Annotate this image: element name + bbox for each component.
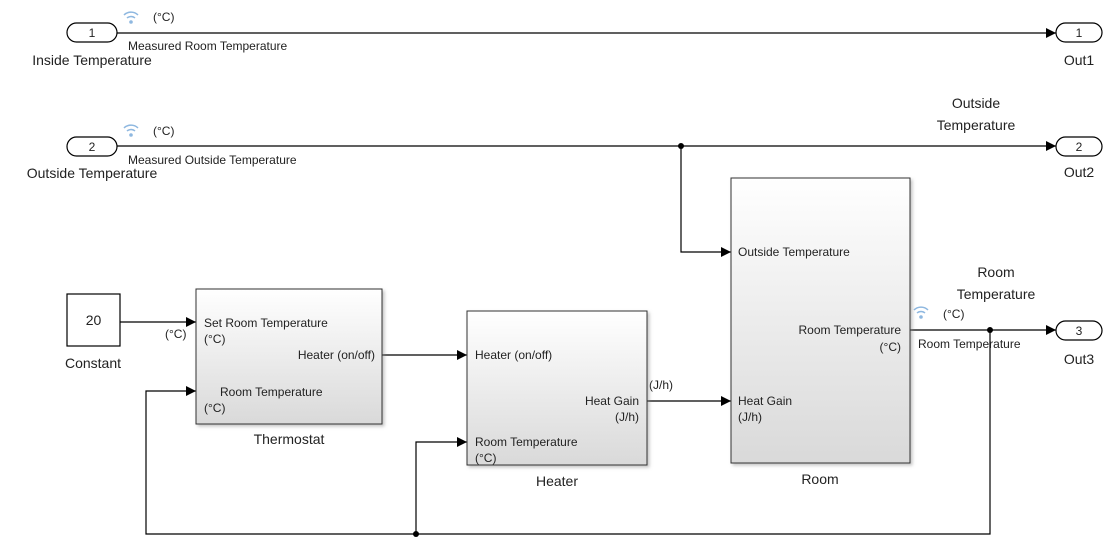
room-block[interactable]: Outside Temperature Room Temperature (°C… [730,177,911,464]
inport-1[interactable]: 1 [66,22,118,43]
room-out1-unit: (°C) [880,340,901,354]
thermostat-in2-unit: (°C) [204,401,225,415]
outport-3-label: Out3 [1064,351,1095,367]
signal-logging-icon[interactable] [913,306,929,319]
constant-label: Constant [65,355,121,371]
thermostat-in1-label: Set Room Temperature [204,316,328,330]
wire-outside-branch[interactable] [680,146,731,257]
room-in2-label: Heat Gain [738,394,792,408]
inport-1-label: Inside Temperature [32,52,152,68]
heater-in2-unit: (°C) [475,451,496,465]
constant-value: 20 [86,312,102,328]
heater-block[interactable]: Heater (on/off) Heat Gain (J/h) Room Tem… [466,310,648,466]
branch-point-outside [678,143,684,149]
heater-label: Heater [536,473,578,489]
inport-1-number: 1 [89,26,96,40]
outside-branch-label-line1: Outside [952,95,1000,111]
outport-2-number: 2 [1076,140,1083,154]
inport-2[interactable]: 2 [66,136,118,157]
thermostat-label: Thermostat [254,431,325,447]
outport-2-label: Out2 [1064,164,1095,180]
signal-heat-gain-unit: (J/h) [649,378,673,392]
room-top-label-line1: Room [977,264,1014,280]
thermostat-block[interactable]: Set Room Temperature (°C) Heater (on/off… [195,288,383,425]
heater-out1-label: Heat Gain [585,394,639,408]
thermostat-in2-label: Room Temperature [220,385,323,399]
signal-constant-unit: (°C) [165,327,186,341]
wire-feedback-heater[interactable] [415,437,467,534]
outside-branch-label-line2: Temperature [937,117,1016,133]
signal-room-unit: (°C) [943,307,964,321]
signal-inside-unit: (°C) [153,10,174,24]
signal-logging-icon[interactable] [123,11,139,24]
inport-2-number: 2 [89,140,96,154]
room-top-label-line2: Temperature [957,286,1036,302]
thermostat-in1-unit: (°C) [204,332,225,346]
room-in2-unit: (J/h) [738,410,762,424]
signal-inside-label: Measured Room Temperature [128,39,288,53]
signal-logging-icon[interactable] [123,124,139,137]
room-out1-label: Room Temperature [799,323,902,337]
constant-block[interactable]: 20 [66,293,121,347]
thermostat-out1-label: Heater (on/off) [298,348,375,362]
outport-1[interactable]: 1 [1055,22,1103,43]
signal-outside-unit: (°C) [153,124,174,138]
signal-room-label: Room Temperature [918,337,1021,351]
heater-in1-label: Heater (on/off) [475,348,552,362]
wire-feedback-loop[interactable] [145,330,991,535]
outport-1-label: Out1 [1064,52,1095,68]
heater-out1-unit: (J/h) [615,410,639,424]
room-in1-label: Outside Temperature [738,245,850,259]
signal-outside-label: Measured Outside Temperature [128,153,297,167]
heater-in2-label: Room Temperature [475,435,578,449]
outport-3[interactable]: 3 [1055,320,1103,341]
outport-1-number: 1 [1076,26,1083,40]
outport-2[interactable]: 2 [1055,136,1103,157]
inport-2-label: Outside Temperature [27,165,158,181]
room-label: Room [801,471,838,487]
outport-3-number: 3 [1076,324,1083,338]
branch-point-feedback [413,531,419,537]
